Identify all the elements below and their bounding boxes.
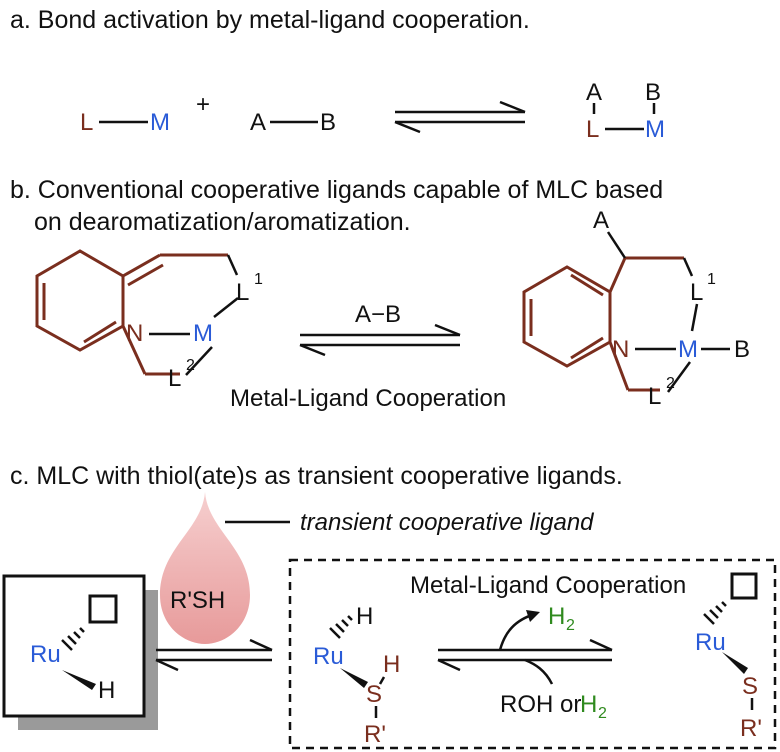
b-left-L2-sup: 2	[186, 357, 195, 374]
a-prod-M: M	[645, 116, 665, 143]
b-right-M: M	[678, 336, 698, 363]
c-mlc-box	[288, 558, 777, 750]
c-h2-in: H	[580, 691, 597, 718]
b-right-M-L2-bond	[666, 361, 692, 393]
caption-c: c. MLC with thiol(ate)s as transient coo…	[10, 462, 623, 490]
c-right-wedge	[722, 652, 748, 674]
c-drop-text: R'SH	[170, 587, 225, 614]
a-ligand-L: L	[80, 109, 93, 136]
c-mid-wedge	[340, 668, 368, 688]
b-left-L1: L	[236, 279, 249, 306]
c-transient-label: transient cooperative ligand	[300, 509, 594, 536]
c-right-hash-bond	[703, 601, 727, 625]
a-metal-M: M	[150, 109, 170, 136]
b-mlc-label: Metal-Ligand Cooperation	[230, 385, 506, 412]
caption-a: a. Bond activation by metal-ligand coope…	[10, 6, 530, 34]
a-equilibrium-arrow	[394, 100, 526, 134]
thiol-drop	[160, 492, 250, 644]
a-plus: +	[196, 91, 210, 118]
caption-b-line2: on dearomatization/aromatization.	[34, 208, 411, 236]
b-left-L1-sup: 1	[254, 271, 263, 288]
b-left-M-L1-bond	[213, 297, 239, 318]
b-right-A: A	[593, 207, 609, 234]
c-mid-S-H-bond	[378, 676, 386, 685]
b-right-B: B	[734, 336, 750, 363]
c-right-S: S	[742, 673, 758, 700]
c-box-title: Metal-Ligand Cooperation	[410, 572, 686, 599]
c-left-Ru: Ru	[30, 641, 61, 668]
b-right-ligand	[522, 231, 694, 392]
c-right-Ru: Ru	[695, 629, 726, 656]
b-left-ligand	[35, 249, 239, 376]
c-mid-hash-bond	[329, 615, 353, 639]
c-right-R: R'	[740, 715, 762, 742]
c-left-H: H	[98, 677, 115, 704]
c-left-box	[2, 574, 146, 718]
c-mid-SH: H	[383, 651, 400, 678]
a-prod-B: B	[645, 79, 661, 106]
caption-b-line1: b. Conventional cooperative ligands capa…	[10, 176, 663, 204]
c-roh: ROH or	[500, 691, 581, 718]
b-right-L2: L	[648, 383, 661, 410]
b-reagent: A−B	[355, 301, 401, 328]
a-prod-A: A	[586, 79, 602, 106]
b-left-M-L2-bond	[185, 346, 213, 376]
c-equilibrium-arrow-2	[437, 610, 613, 685]
b-left-L2: L	[168, 365, 181, 392]
c-h2-out: H	[548, 603, 565, 630]
c-mid-S: S	[366, 681, 382, 708]
a-A: A	[250, 109, 266, 136]
c-left-vacancy	[88, 594, 118, 624]
c-equilibrium-arrow-1	[155, 638, 273, 672]
b-right-N: N	[612, 336, 629, 363]
b-right-L1: L	[690, 279, 703, 306]
c-left-hash-bond	[61, 627, 85, 651]
c-mid-R: R'	[364, 721, 386, 748]
c-h2-in-sub: 2	[598, 705, 607, 722]
b-right-L2-sup: 2	[666, 375, 675, 392]
c-mid-Ru: Ru	[313, 643, 344, 670]
b-right-L1-sup: 1	[707, 271, 716, 288]
a-prod-L: L	[586, 116, 599, 143]
b-equilibrium-arrow	[299, 323, 461, 357]
c-mid-H: H	[356, 603, 373, 630]
a-B: B	[320, 109, 336, 136]
b-right-M-L1-bond	[690, 303, 699, 332]
c-right-vacancy	[730, 572, 758, 600]
b-left-M: M	[193, 320, 213, 347]
c-h2-out-sub: 2	[566, 617, 575, 634]
b-left-N: N	[126, 320, 143, 347]
c-left-wedge	[62, 670, 96, 690]
